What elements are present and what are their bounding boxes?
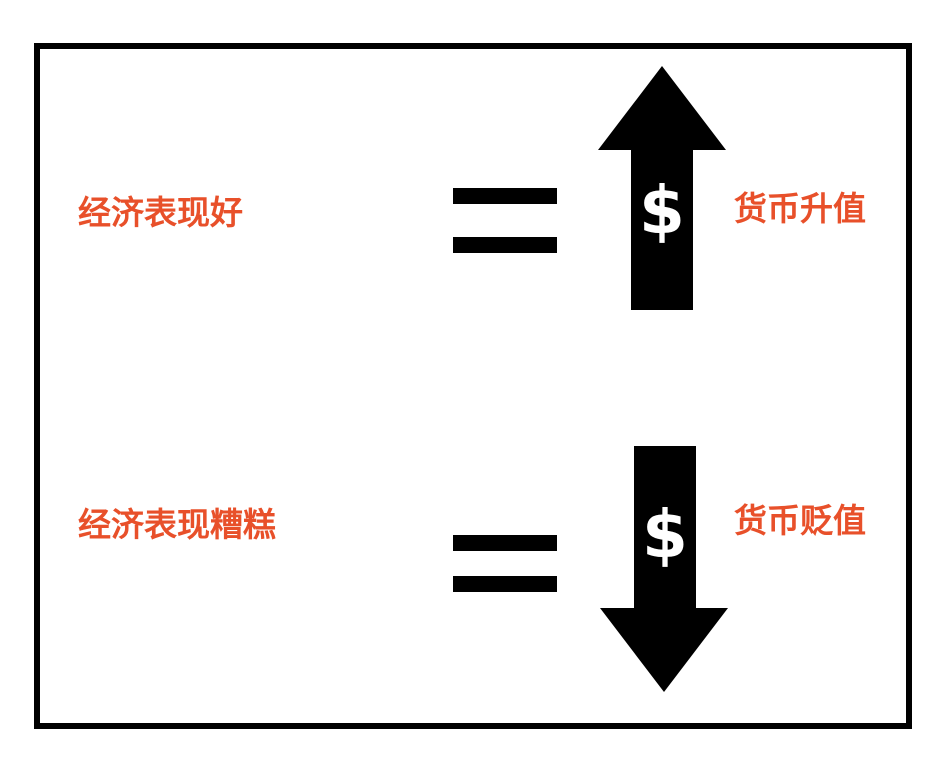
equals-bar-upper <box>453 188 557 204</box>
condition-good-economy: 经济表现好 <box>78 193 243 232</box>
condition-bad-economy: 经济表现糟糕 <box>78 505 276 544</box>
equals-bar-lower <box>453 237 557 253</box>
result-currency-depreciation: 货币贬值 <box>734 501 866 540</box>
equals-bar-lower <box>453 576 557 592</box>
equals-bar-upper <box>453 535 557 551</box>
result-currency-appreciation: 货币升值 <box>734 189 866 228</box>
dollar-down-arrow-icon: $ <box>600 446 728 692</box>
dollar-sign-icon: $ <box>642 496 688 573</box>
diagram-frame <box>34 43 912 729</box>
dollar-up-arrow-icon: $ <box>598 66 726 312</box>
dollar-sign-icon: $ <box>639 172 685 249</box>
